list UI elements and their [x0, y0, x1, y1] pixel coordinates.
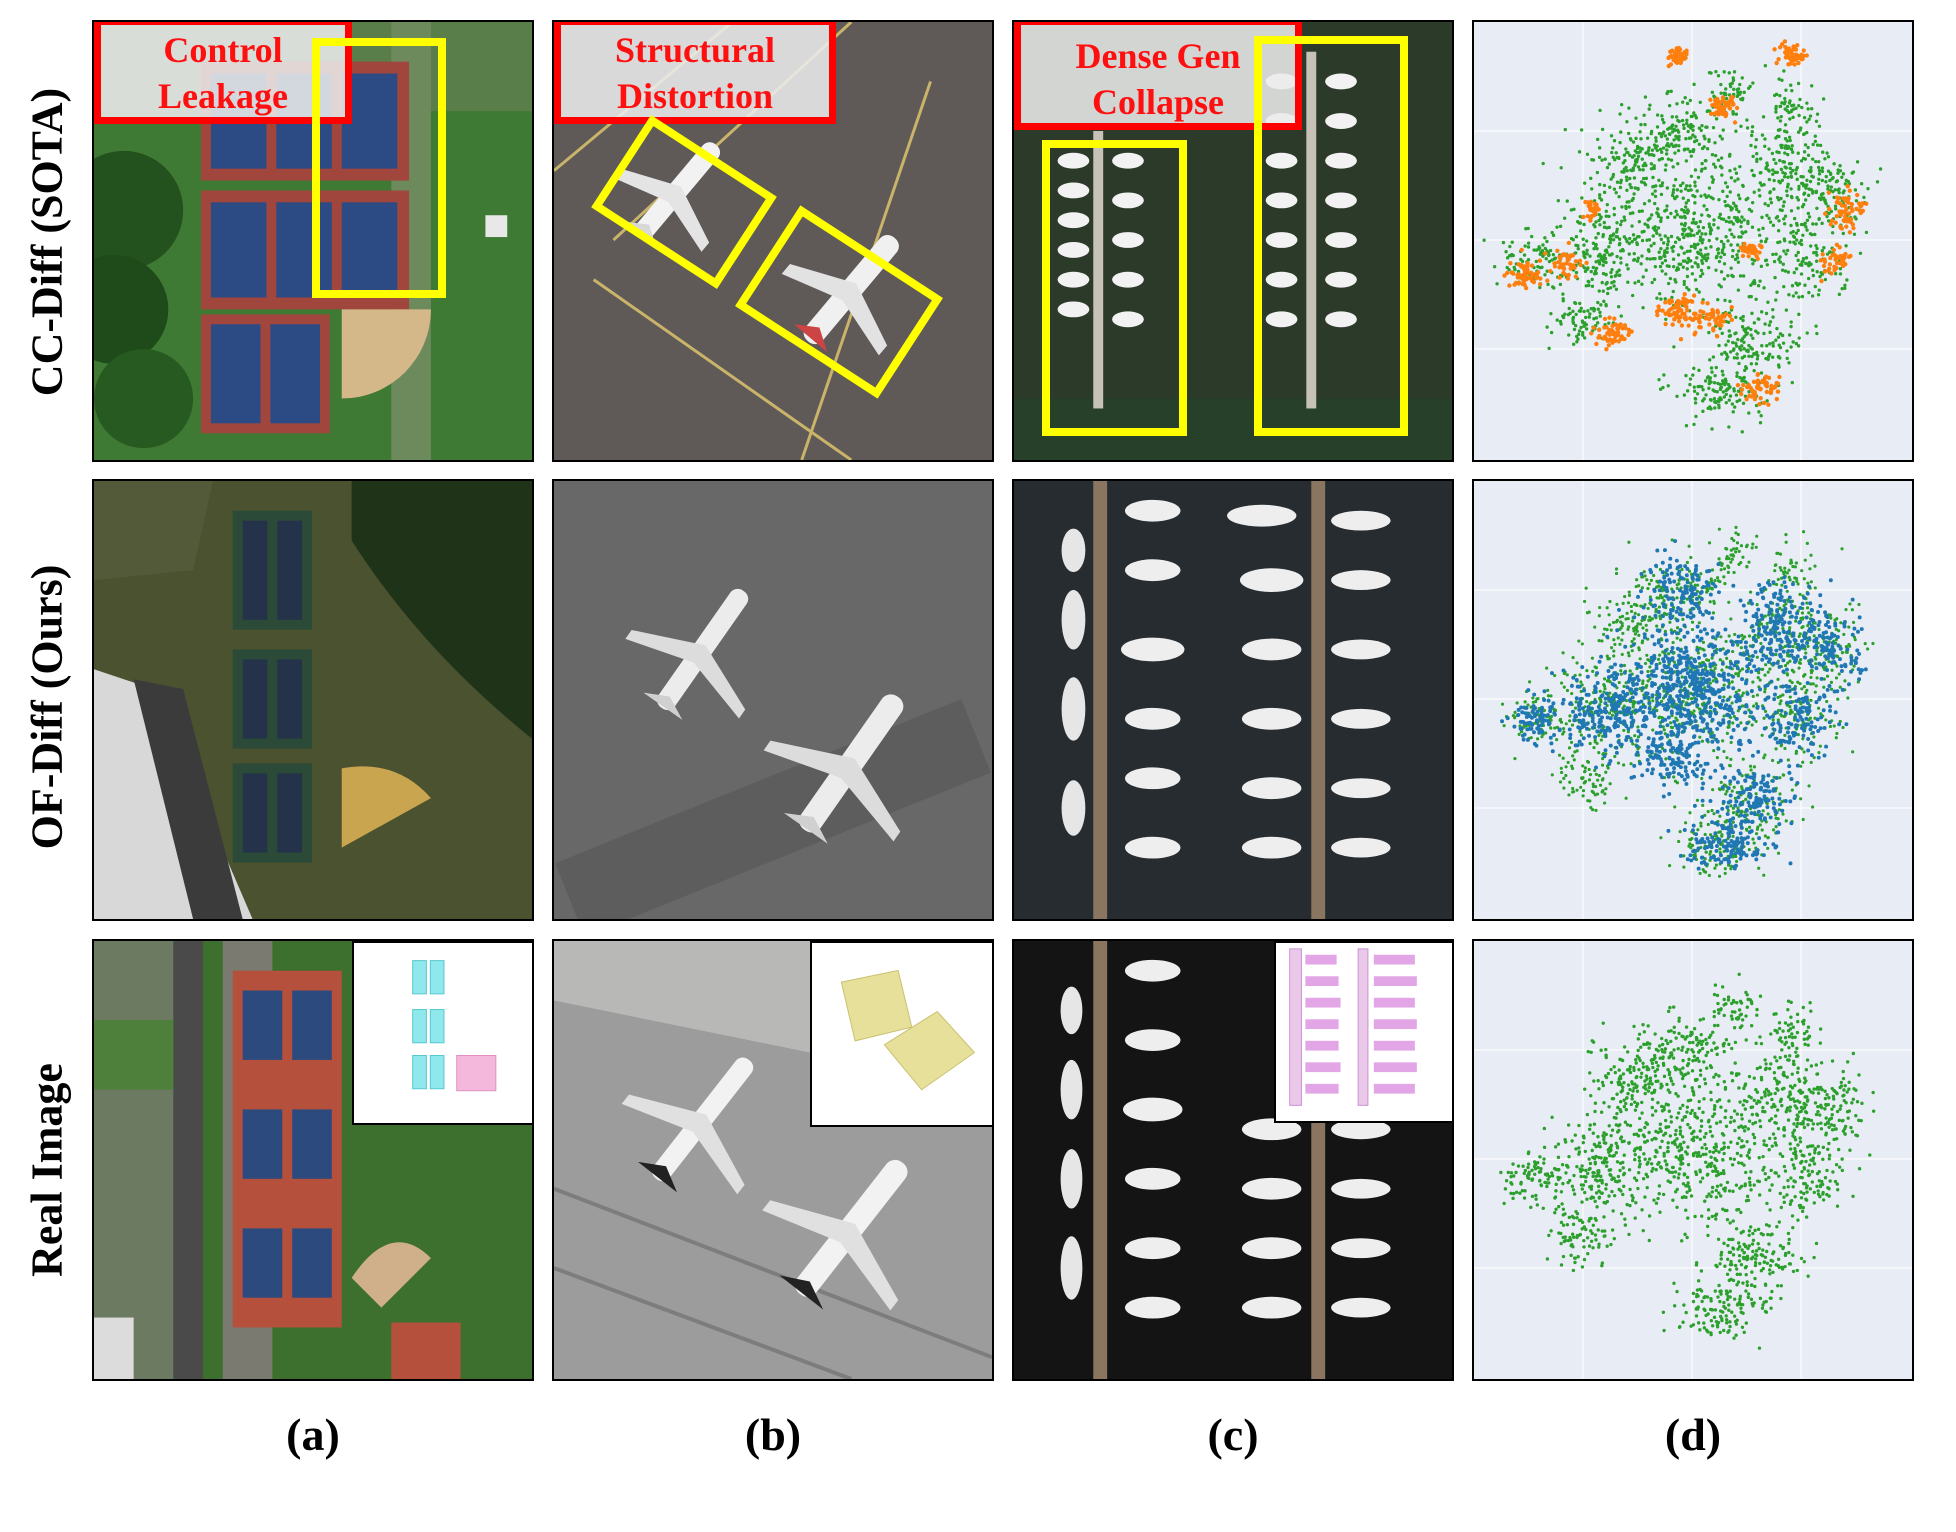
aerial-boats-image: [1014, 941, 1452, 1379]
column-label-b: (b): [744, 1409, 802, 1460]
problem-line1: Structural: [615, 30, 775, 70]
problem-line1: Dense Gen: [1075, 36, 1241, 76]
airplane-icon: [613, 142, 721, 252]
panel-cc-diff-planes: Structural Distortion: [552, 20, 994, 462]
problem-line2: Distortion: [617, 76, 773, 116]
baseball-field-icon: [341, 309, 431, 399]
panel-of-diff-planes: [552, 479, 994, 921]
layout-inset: [1274, 941, 1452, 1123]
panel-of-diff-tsne: [1472, 479, 1914, 921]
highlight-box: [1042, 140, 1187, 436]
highlight-box: [312, 38, 446, 298]
layout-inset: [352, 941, 532, 1125]
panel-of-diff-courts: [92, 479, 534, 921]
layout-mask: [1289, 948, 1417, 1106]
tsne-scatter-of-diff: [1474, 481, 1912, 919]
panel-real-tsne: [1472, 939, 1914, 1381]
problem-line2: Leakage: [158, 76, 288, 116]
column-label-a: (a): [286, 1409, 340, 1460]
panel-cc-diff-tsne: [1472, 20, 1914, 462]
cc-diff-points: [1502, 39, 1869, 407]
real-points: [1482, 64, 1883, 434]
aerial-courts-image: [94, 481, 532, 919]
problem-line2: Collapse: [1091, 82, 1224, 122]
boat-icon: [1057, 152, 1090, 169]
row-label-cc-diff: CC-Diff (SOTA): [22, 87, 72, 397]
aerial-boats-image: [1014, 481, 1452, 919]
panel-real-planes: [552, 939, 994, 1381]
problem-line1: Control: [163, 30, 283, 70]
row-label-of-diff: OF-Diff (Ours): [22, 564, 72, 850]
layout-mask: [840, 969, 976, 1091]
tsne-scatter-cc-diff: [1474, 22, 1912, 460]
panel-cc-diff-courts: Control Leakage: [92, 20, 534, 462]
problem-label-structural-distortion: Structural Distortion: [554, 22, 836, 124]
row-label-real-image: Real Image: [22, 1063, 72, 1277]
tsne-scatter-real: [1474, 941, 1912, 1379]
of-diff-points: [1500, 539, 1868, 871]
panel-real-boats: [1012, 939, 1454, 1381]
panel-of-diff-boats: [1012, 479, 1454, 921]
layout-inset: [810, 941, 992, 1127]
panel-real-courts: [92, 939, 534, 1381]
column-label-d: (d): [1664, 1409, 1722, 1460]
layout-mask: [412, 960, 497, 1092]
aerial-planes-image: [554, 481, 992, 919]
highlight-box: [1254, 36, 1408, 436]
column-label-c: (c): [1207, 1409, 1259, 1460]
real-points: [1499, 972, 1876, 1350]
panel-cc-diff-boats: Dense Gen Collapse: [1012, 20, 1454, 462]
problem-label-control-leakage: Control Leakage: [94, 22, 352, 124]
